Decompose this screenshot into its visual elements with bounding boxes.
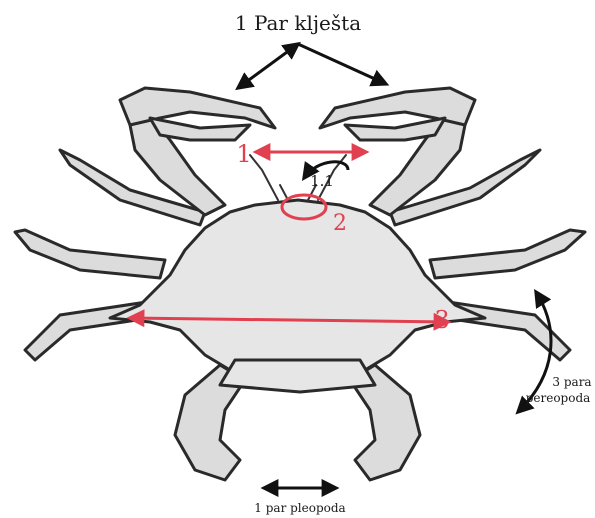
marker-1-1: 1.1 — [310, 172, 334, 190]
marker-2: 2 — [333, 211, 347, 236]
marker-1: 1 — [236, 140, 251, 168]
marker-3: 3 — [434, 306, 449, 334]
crab-illustration — [15, 88, 585, 480]
label-pereopoda-line1: 3 para — [552, 375, 591, 389]
label-pereopoda-line2: pereopoda — [526, 391, 591, 405]
carapace — [110, 200, 485, 378]
claws-arrows — [238, 44, 386, 88]
label-pleopoda: 1 par pleopoda — [254, 501, 345, 515]
abdomen — [220, 360, 375, 392]
label-claws-pair: 1 Par klješta — [235, 11, 361, 35]
